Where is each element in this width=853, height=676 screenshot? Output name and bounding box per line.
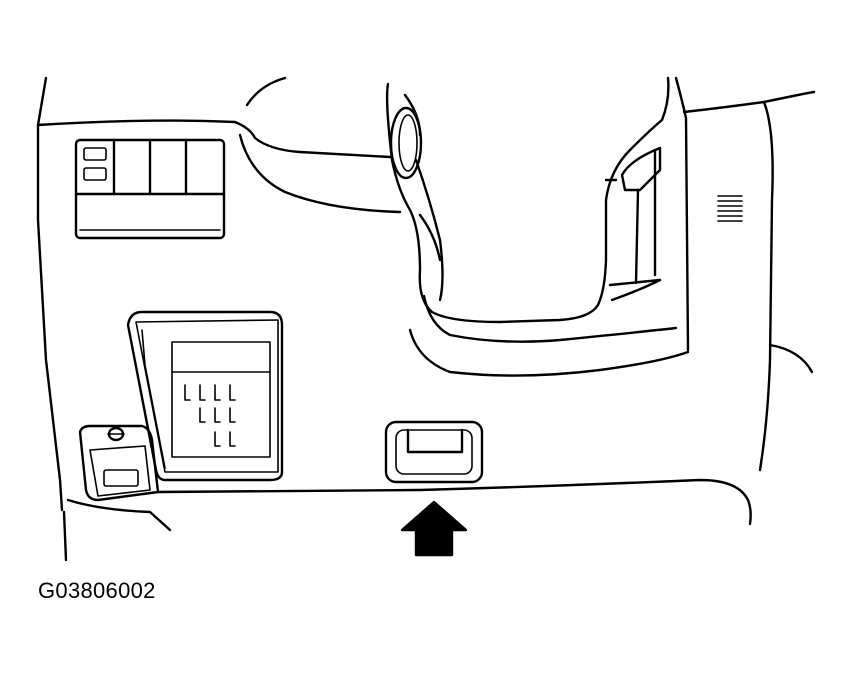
hood-release-bracket [62,424,172,562]
fuse-panel [126,310,284,482]
panel-bottom-edge [156,478,752,526]
up-arrow-icon [400,500,468,557]
dash-top-contour [36,119,392,159]
figure-id-label: G03806002 [38,578,156,603]
vent-slots [717,195,743,222]
dash-inner-contour [238,133,402,214]
steering-column-shroud [385,76,816,472]
data-link-connector [384,420,484,484]
dash-left-edge [36,76,64,512]
ignition-cylinder [389,106,423,180]
dash-top-arc [245,76,287,107]
switch-bank [74,138,226,240]
